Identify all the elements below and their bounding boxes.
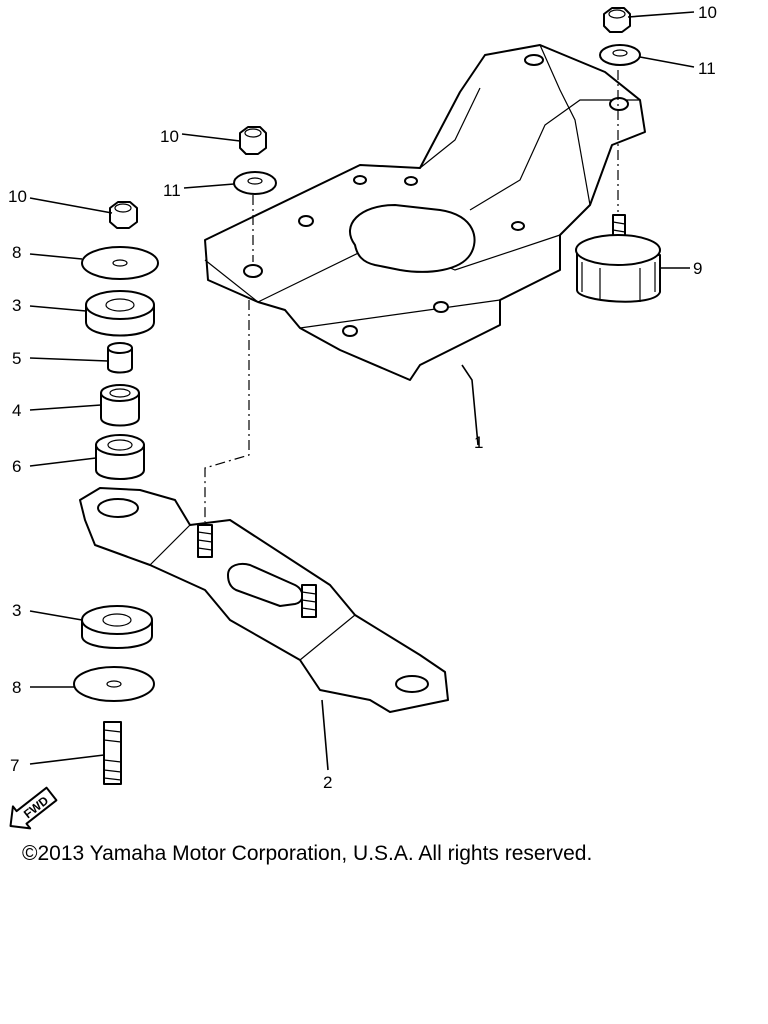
rubber-part-6 xyxy=(95,434,145,480)
leader-lines xyxy=(29,11,695,771)
callout-3-upper: 3 xyxy=(12,296,21,315)
washer-mid-part-11 xyxy=(233,171,277,195)
alignment-center-lines xyxy=(204,70,619,522)
callout-7: 7 xyxy=(10,756,19,775)
callout-4: 4 xyxy=(12,401,21,420)
lower-plate-part-2 xyxy=(79,487,449,713)
nut-mid-part-10 xyxy=(239,126,267,155)
callout-10-mid: 10 xyxy=(160,127,179,146)
engine-mount-exploded-diagram: 10 11 10 11 10 8 3 5 4 6 9 1 3 8 7 2 FWD xyxy=(8,3,717,830)
callout-numbers: 10 11 10 11 10 8 3 5 4 6 9 1 3 8 7 2 xyxy=(8,3,717,792)
callout-8-upper: 8 xyxy=(12,243,21,262)
bushing-part-4 xyxy=(100,384,140,427)
washer-upper-part-8 xyxy=(81,246,159,280)
callout-5: 5 xyxy=(12,349,21,368)
callout-11-mid: 11 xyxy=(163,181,181,200)
callout-10-top: 10 xyxy=(698,3,717,22)
stud-bolt-part-7 xyxy=(103,721,122,785)
collar-part-5 xyxy=(107,342,133,374)
rubber-lower-part-3 xyxy=(81,605,153,649)
callout-1: 1 xyxy=(474,433,483,452)
callout-8-lower: 8 xyxy=(12,678,21,697)
nut-top-right-part-10 xyxy=(603,7,631,33)
callout-6: 6 xyxy=(12,457,21,476)
washer-top-right-part-11 xyxy=(599,44,641,66)
fwd-arrow-icon: FWD xyxy=(9,786,58,830)
callout-11-top: 11 xyxy=(698,59,716,78)
upper-bracket-part-1 xyxy=(204,44,646,381)
callout-10-left: 10 xyxy=(8,187,27,206)
callout-2: 2 xyxy=(323,773,332,792)
callout-3-lower: 3 xyxy=(12,601,21,620)
nut-left-part-10 xyxy=(109,201,138,229)
rubber-upper-part-3 xyxy=(85,290,155,337)
copyright-notice: ©2013 Yamaha Motor Corporation, U.S.A. A… xyxy=(22,842,593,865)
washer-lower-part-8 xyxy=(73,666,155,702)
callout-9: 9 xyxy=(693,259,702,278)
rubber-mount-part-9 xyxy=(575,214,661,303)
